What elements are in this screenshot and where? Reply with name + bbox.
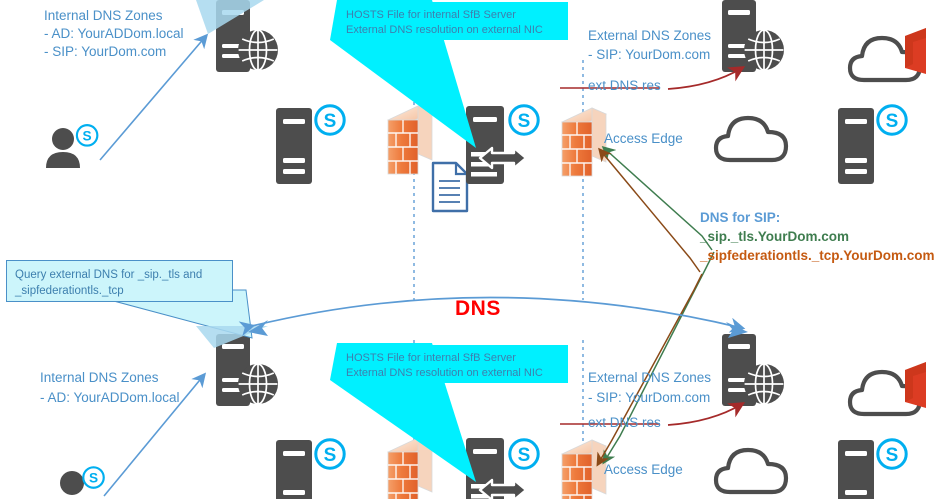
arrow-ext-dns-res	[667, 66, 746, 90]
query-callout-line2: _sipfederationtls._tcp	[15, 285, 124, 297]
external-dns-zones-title-top: External DNS Zones	[588, 28, 712, 43]
internal-dns-zones-title-top: Internal DNS Zones	[44, 8, 163, 23]
user-person-icon	[46, 128, 80, 168]
skype-logo-icon	[314, 104, 346, 136]
internal-dns-zones-ad-top: - AD: YourADDom.local	[44, 26, 184, 41]
hosts-callout-line1-bottom: HOSTS File for internal SfB Server	[346, 352, 516, 364]
firewall-brick-icon	[387, 105, 433, 175]
dns-for-sip-record2: _sipfederationtls._tcp.YourDom.com	[700, 248, 935, 263]
dns-server-globe-icon	[721, 333, 785, 407]
skype-logo-icon	[876, 438, 908, 470]
arrow-sipfederationtls-record	[598, 147, 701, 273]
dns-for-sip-block: DNS for SIP: _sip._tls.YourDom.com _sipf…	[700, 208, 935, 265]
query-external-dns-callout: Query external DNS for _sip._tls and _si…	[6, 260, 233, 302]
server-icon	[276, 440, 312, 499]
hosts-callout-line1-top: HOSTS File for internal SfB Server	[346, 9, 516, 21]
firewall-brick-icon	[561, 439, 607, 499]
dns-for-sip-title: DNS for SIP:	[700, 210, 781, 225]
office365-cloud-icon	[850, 28, 926, 80]
external-dns-zones-sip-top: - SIP: YourDom.com	[588, 47, 711, 62]
skype-logo-icon	[75, 124, 99, 147]
arrow-sipfederationtls-record	[596, 273, 703, 467]
access-edge-label-bottom: Access Edge	[604, 462, 683, 477]
skype-logo-icon	[314, 438, 346, 470]
dns-query-arc	[238, 296, 746, 337]
dns-arc-arrowhead-right	[726, 322, 748, 338]
dns-for-sip-record1: _sip._tls.YourDom.com	[700, 229, 850, 244]
arrow-ext-dns-res	[667, 402, 746, 426]
firewall-brick-icon	[561, 107, 607, 177]
arrow-user-to-internal-dns	[103, 372, 207, 497]
hosts-file-document-icon	[431, 161, 469, 213]
external-dns-zones-title-bottom: External DNS Zones	[588, 370, 712, 385]
ext-dns-res-label-top: ext DNS res	[588, 78, 661, 93]
skype-logo-icon	[876, 104, 908, 136]
arrow-sip-tls-record	[601, 145, 713, 251]
user-person-icon	[60, 471, 84, 495]
hosts-file-callout-top: HOSTS File for internal SfB Server Exter…	[337, 2, 568, 40]
skype-logo-icon	[508, 438, 540, 470]
server-icon	[838, 108, 874, 184]
dns-arc-arrowhead-left	[248, 320, 268, 336]
skype-logo-icon	[508, 104, 540, 136]
internal-dns-zones-ad-bottom: - AD: YourADDom.local	[40, 390, 180, 405]
dns-server-globe-icon	[215, 333, 279, 407]
arrow-sip-tls-record	[602, 251, 715, 465]
arrow-user-to-internal-dns	[99, 33, 209, 161]
hosts-file-callout-bottom: HOSTS File for internal SfB Server Exter…	[337, 345, 568, 383]
dns-server-globe-icon	[721, 0, 785, 73]
hosts-callout-line2-bottom: External DNS resolution on external NIC	[346, 367, 543, 379]
firewall-brick-icon	[387, 437, 433, 499]
server-icon	[276, 108, 312, 184]
ext-dns-res-label-bottom: ext DNS res	[588, 415, 661, 430]
external-dns-zones-sip-bottom: - SIP: YourDom.com	[588, 390, 711, 405]
cloud-icon	[716, 118, 786, 160]
internal-dns-zones-title-bottom: Internal DNS Zones	[40, 370, 159, 385]
hosts-callout-line2-top: External DNS resolution on external NIC	[346, 24, 543, 36]
office365-cloud-icon	[850, 362, 926, 414]
internal-dns-zones-sip-top: - SIP: YourDom.com	[44, 44, 167, 59]
server-icon	[838, 440, 874, 499]
cloud-icon	[716, 450, 786, 492]
dns-center-label: DNS	[455, 297, 501, 320]
query-callout-line1: Query external DNS for _sip._tls and	[15, 269, 203, 281]
callout-wedge	[196, 0, 264, 34]
access-edge-label-top: Access Edge	[604, 131, 683, 146]
skype-logo-icon	[82, 466, 105, 489]
